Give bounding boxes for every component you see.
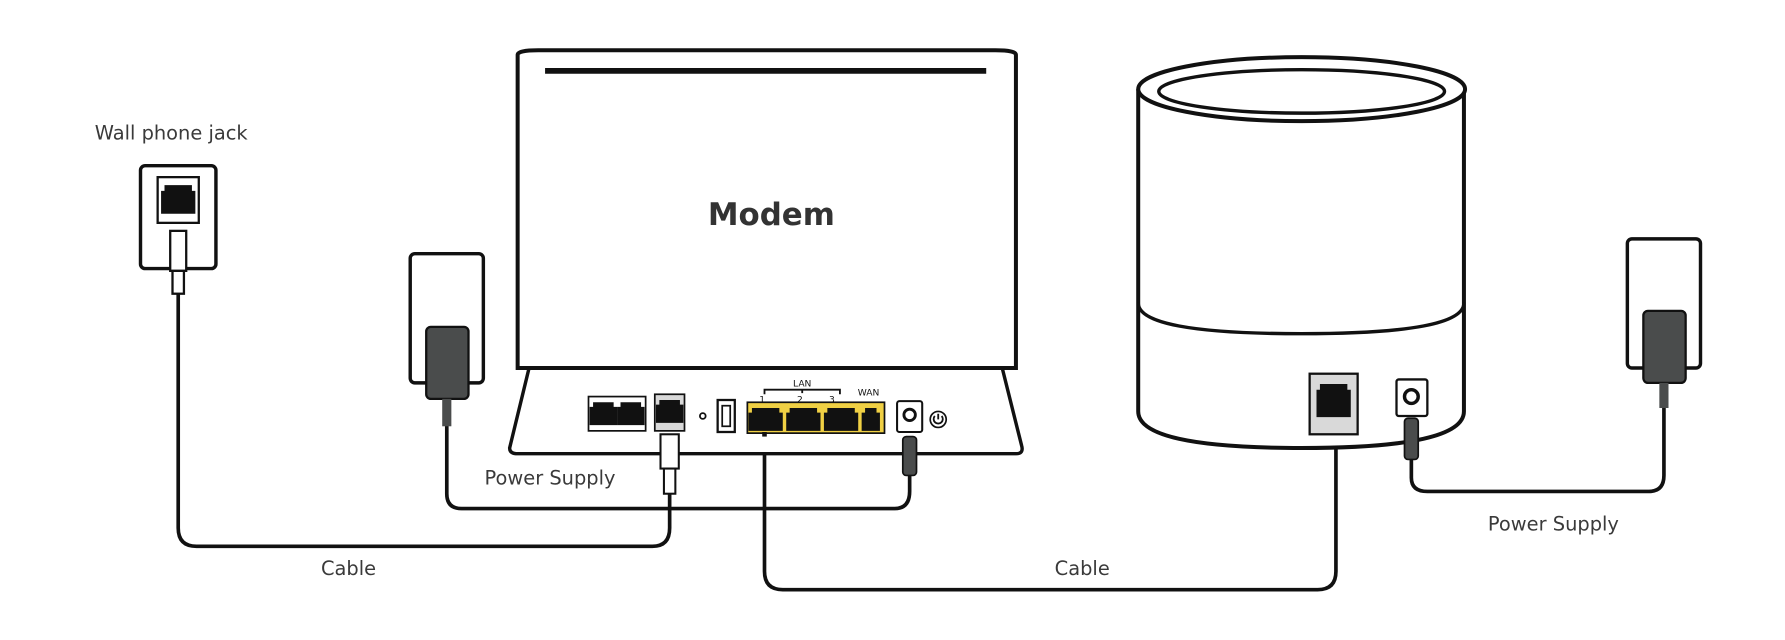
cable-modem-to-router [762,430,1338,592]
power-supply-right-label: Power Supply [1488,512,1619,535]
cable-left-label: Cable [321,557,376,580]
power-adapter-right [1625,237,1703,408]
lan-1-label: 1 [759,395,765,405]
wall-jack-label: Wall phone jack [95,121,249,144]
lan-3-label: 3 [829,395,835,405]
modem: LAN 1 2 3 WAN [507,48,1024,495]
cable-right-label: Cable [1055,557,1110,580]
cable-wall-to-modem [176,293,672,549]
modem-label: Modem [708,197,835,233]
router [1136,55,1468,461]
lan-label: LAN [793,379,811,389]
power-adapter-left [408,252,486,427]
lan-2-label: 2 [797,395,803,405]
wan-label: WAN [858,388,880,398]
power-cable-router [1409,403,1666,494]
power-cable-modem [444,423,912,511]
wall-phone-jack [138,164,218,295]
reset-hole [699,412,707,420]
power-supply-left-label: Power Supply [485,467,616,490]
